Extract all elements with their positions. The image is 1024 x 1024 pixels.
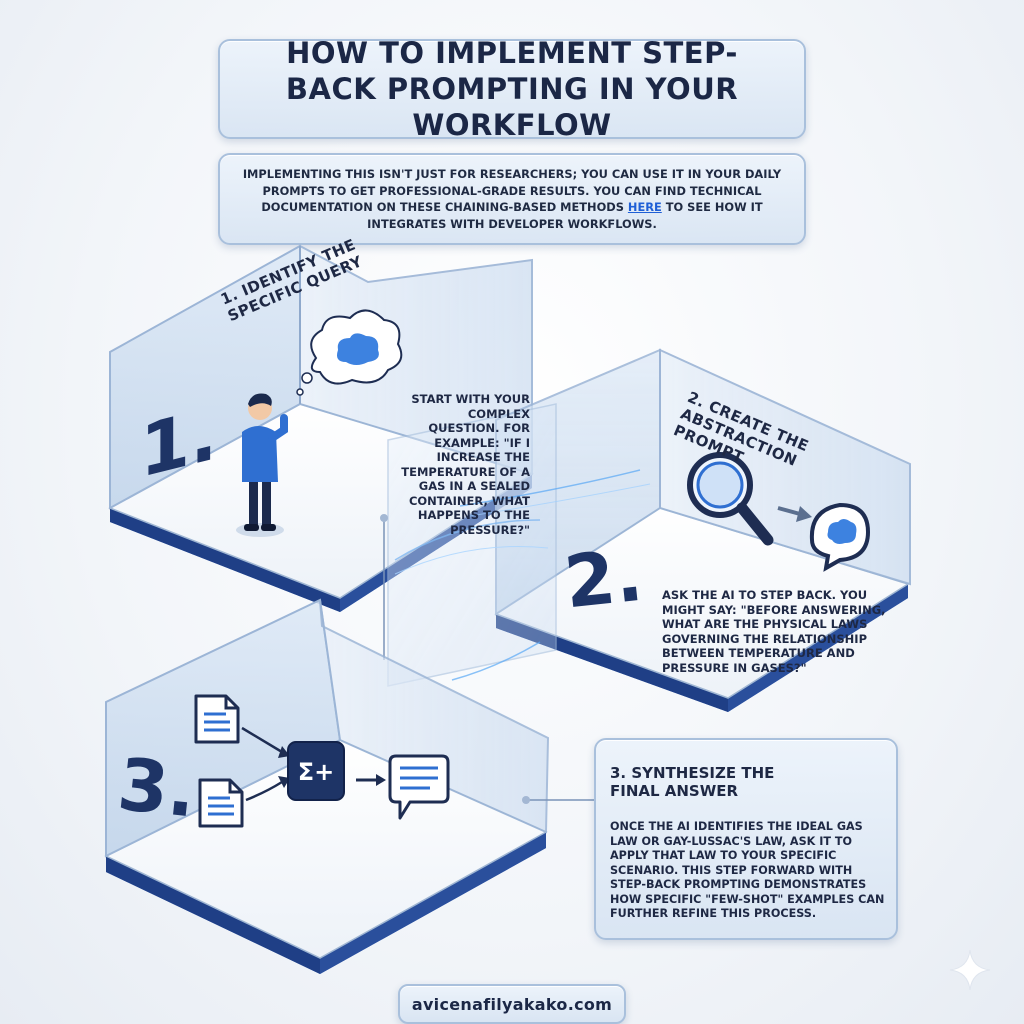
chat-message-icon <box>388 754 450 820</box>
step-1-body: START WITH YOUR COMPLEX QUESTION. FOR EX… <box>401 392 530 537</box>
step-3-connector <box>522 796 596 804</box>
step-3-panel: 3. SYNTHESIZE THE FINAL ANSWER ONCE THE … <box>594 738 898 940</box>
connector-glass-pane <box>380 403 557 687</box>
step-3-body: ONCE THE AI IDENTIFIES THE IDEAL GAS LAW… <box>610 820 885 920</box>
step-1-digit: 1. <box>140 392 217 495</box>
footer-badge: avicenafilyakako.com <box>398 984 626 1024</box>
footer-url: avicenafilyakako.com <box>411 994 613 1014</box>
thought-bubble-icon <box>296 309 403 396</box>
step-1-number: 1. <box>140 392 217 495</box>
person-icon <box>236 393 288 537</box>
sigma-label: Σ+ <box>298 758 335 786</box>
intro-text-after: TO SEE HOW IT INTEGRATES WITH DEVELOPER … <box>367 200 763 231</box>
intro-text: IMPLEMENTING THIS ISN'T JUST FOR RESEARC… <box>242 166 782 232</box>
title-panel: HOW TO IMPLEMENT STEP-BACK PROMPTING IN … <box>218 36 806 142</box>
arrow-right-icon <box>777 506 812 522</box>
sigma-icon: Σ+ <box>287 741 345 801</box>
document-icon-top <box>194 694 240 744</box>
document-icon-bottom <box>198 778 244 828</box>
step-3-title: 3. SYNTHESIZE THE FINAL ANSWER <box>610 764 775 800</box>
arrow-right-icon-3 <box>356 774 386 786</box>
step-2-digit: 2. <box>561 533 647 625</box>
page-title: HOW TO IMPLEMENT STEP-BACK PROMPTING IN … <box>285 36 739 142</box>
here-link[interactable]: HERE <box>627 200 662 214</box>
data-stream-lines <box>451 469 651 681</box>
magnifier-icon <box>687 452 774 546</box>
sparkle-icon <box>949 949 991 991</box>
intro-text-before: IMPLEMENTING THIS ISN'T JUST FOR RESEARC… <box>242 167 782 214</box>
speech-bubble-brain-icon <box>809 502 871 572</box>
intro-panel: IMPLEMENTING THIS ISN'T JUST FOR RESEARC… <box>218 153 806 245</box>
step-3-digit: 3. <box>114 742 200 834</box>
step-2-body: ASK THE AI TO STEP BACK. YOU MIGHT SAY: … <box>662 588 886 675</box>
